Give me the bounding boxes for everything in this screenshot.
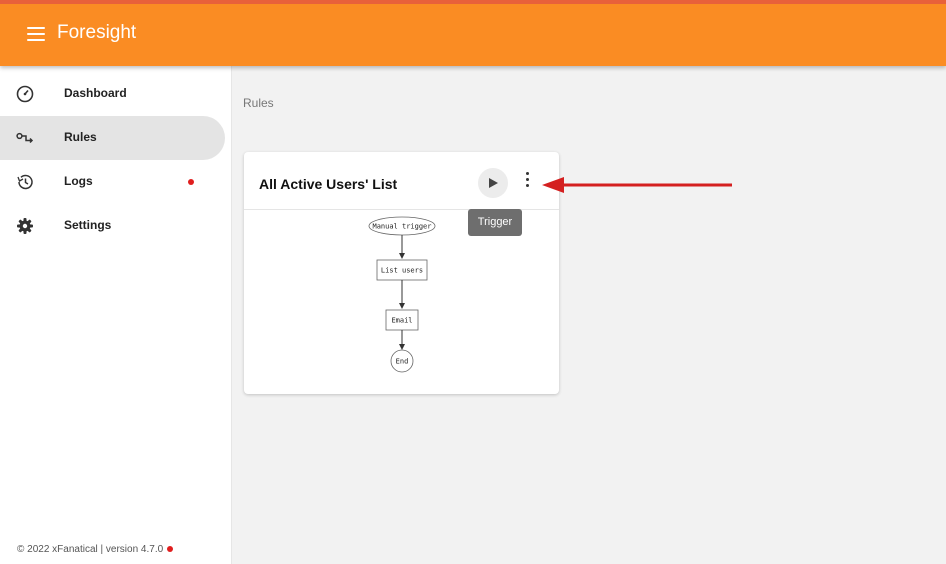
trigger-tooltip: Trigger (468, 209, 522, 236)
flow-node-manual-trigger: Manual trigger (368, 216, 436, 236)
more-options-button[interactable] (522, 172, 532, 194)
annotation-arrow (542, 177, 732, 193)
sidebar-item-label: Dashboard (64, 86, 127, 100)
footer-text: © 2022 xFanatical | version 4.7.0 (17, 544, 164, 555)
footer: © 2022 xFanatical | version 4.7.0 (17, 544, 174, 555)
sidebar-item-settings[interactable]: Settings (0, 204, 225, 248)
status-dot (167, 546, 174, 552)
notification-dot (188, 179, 194, 185)
gear-icon (17, 218, 33, 234)
flow-node-label: List users (381, 267, 423, 275)
sidebar-item-label: Settings (64, 218, 112, 232)
flow-node-label: End (396, 358, 409, 366)
main-content: Rules All Active Users' List Trigger (232, 66, 946, 564)
sidebar-item-dashboard[interactable]: Dashboard (0, 72, 225, 116)
sidebar-item-rules[interactable]: Rules (0, 116, 225, 160)
flow-node-end: End (390, 349, 414, 373)
breadcrumb: Rules (243, 96, 274, 110)
sidebar: Dashboard Rules Logs Set (0, 66, 232, 564)
flow-diagram: Manual trigger List users Email End (368, 216, 436, 373)
history-icon (17, 174, 33, 190)
rules-icon (16, 132, 34, 144)
play-icon (489, 178, 498, 188)
sidebar-item-label: Rules (64, 130, 97, 144)
rule-card[interactable]: All Active Users' List Trigger Manual tr… (244, 152, 559, 394)
flow-node-email: Email (385, 309, 419, 331)
app-title: Foresight (57, 22, 137, 43)
flow-node-label: Manual trigger (372, 223, 431, 231)
flow-node-list-users: List users (376, 259, 428, 281)
flow-node-label: Email (391, 317, 412, 325)
hamburger-menu-icon[interactable] (27, 27, 45, 41)
card-title: All Active Users' List (259, 176, 398, 192)
speedometer-icon (16, 85, 34, 103)
trigger-button[interactable] (478, 168, 508, 198)
card-header: All Active Users' List (244, 152, 559, 210)
sidebar-item-label: Logs (64, 174, 93, 188)
sidebar-item-logs[interactable]: Logs (0, 160, 225, 204)
app-bar: Foresight (0, 0, 946, 66)
